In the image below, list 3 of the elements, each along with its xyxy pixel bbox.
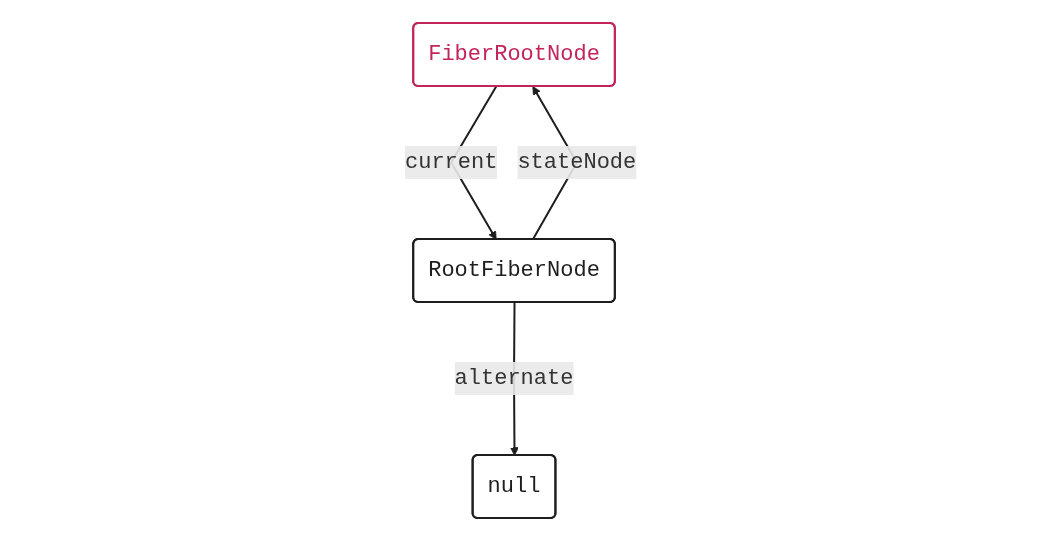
edge-label: stateNode: [517, 150, 637, 175]
edge-label: current: [405, 150, 498, 175]
edge-label: alternate: [454, 366, 574, 391]
